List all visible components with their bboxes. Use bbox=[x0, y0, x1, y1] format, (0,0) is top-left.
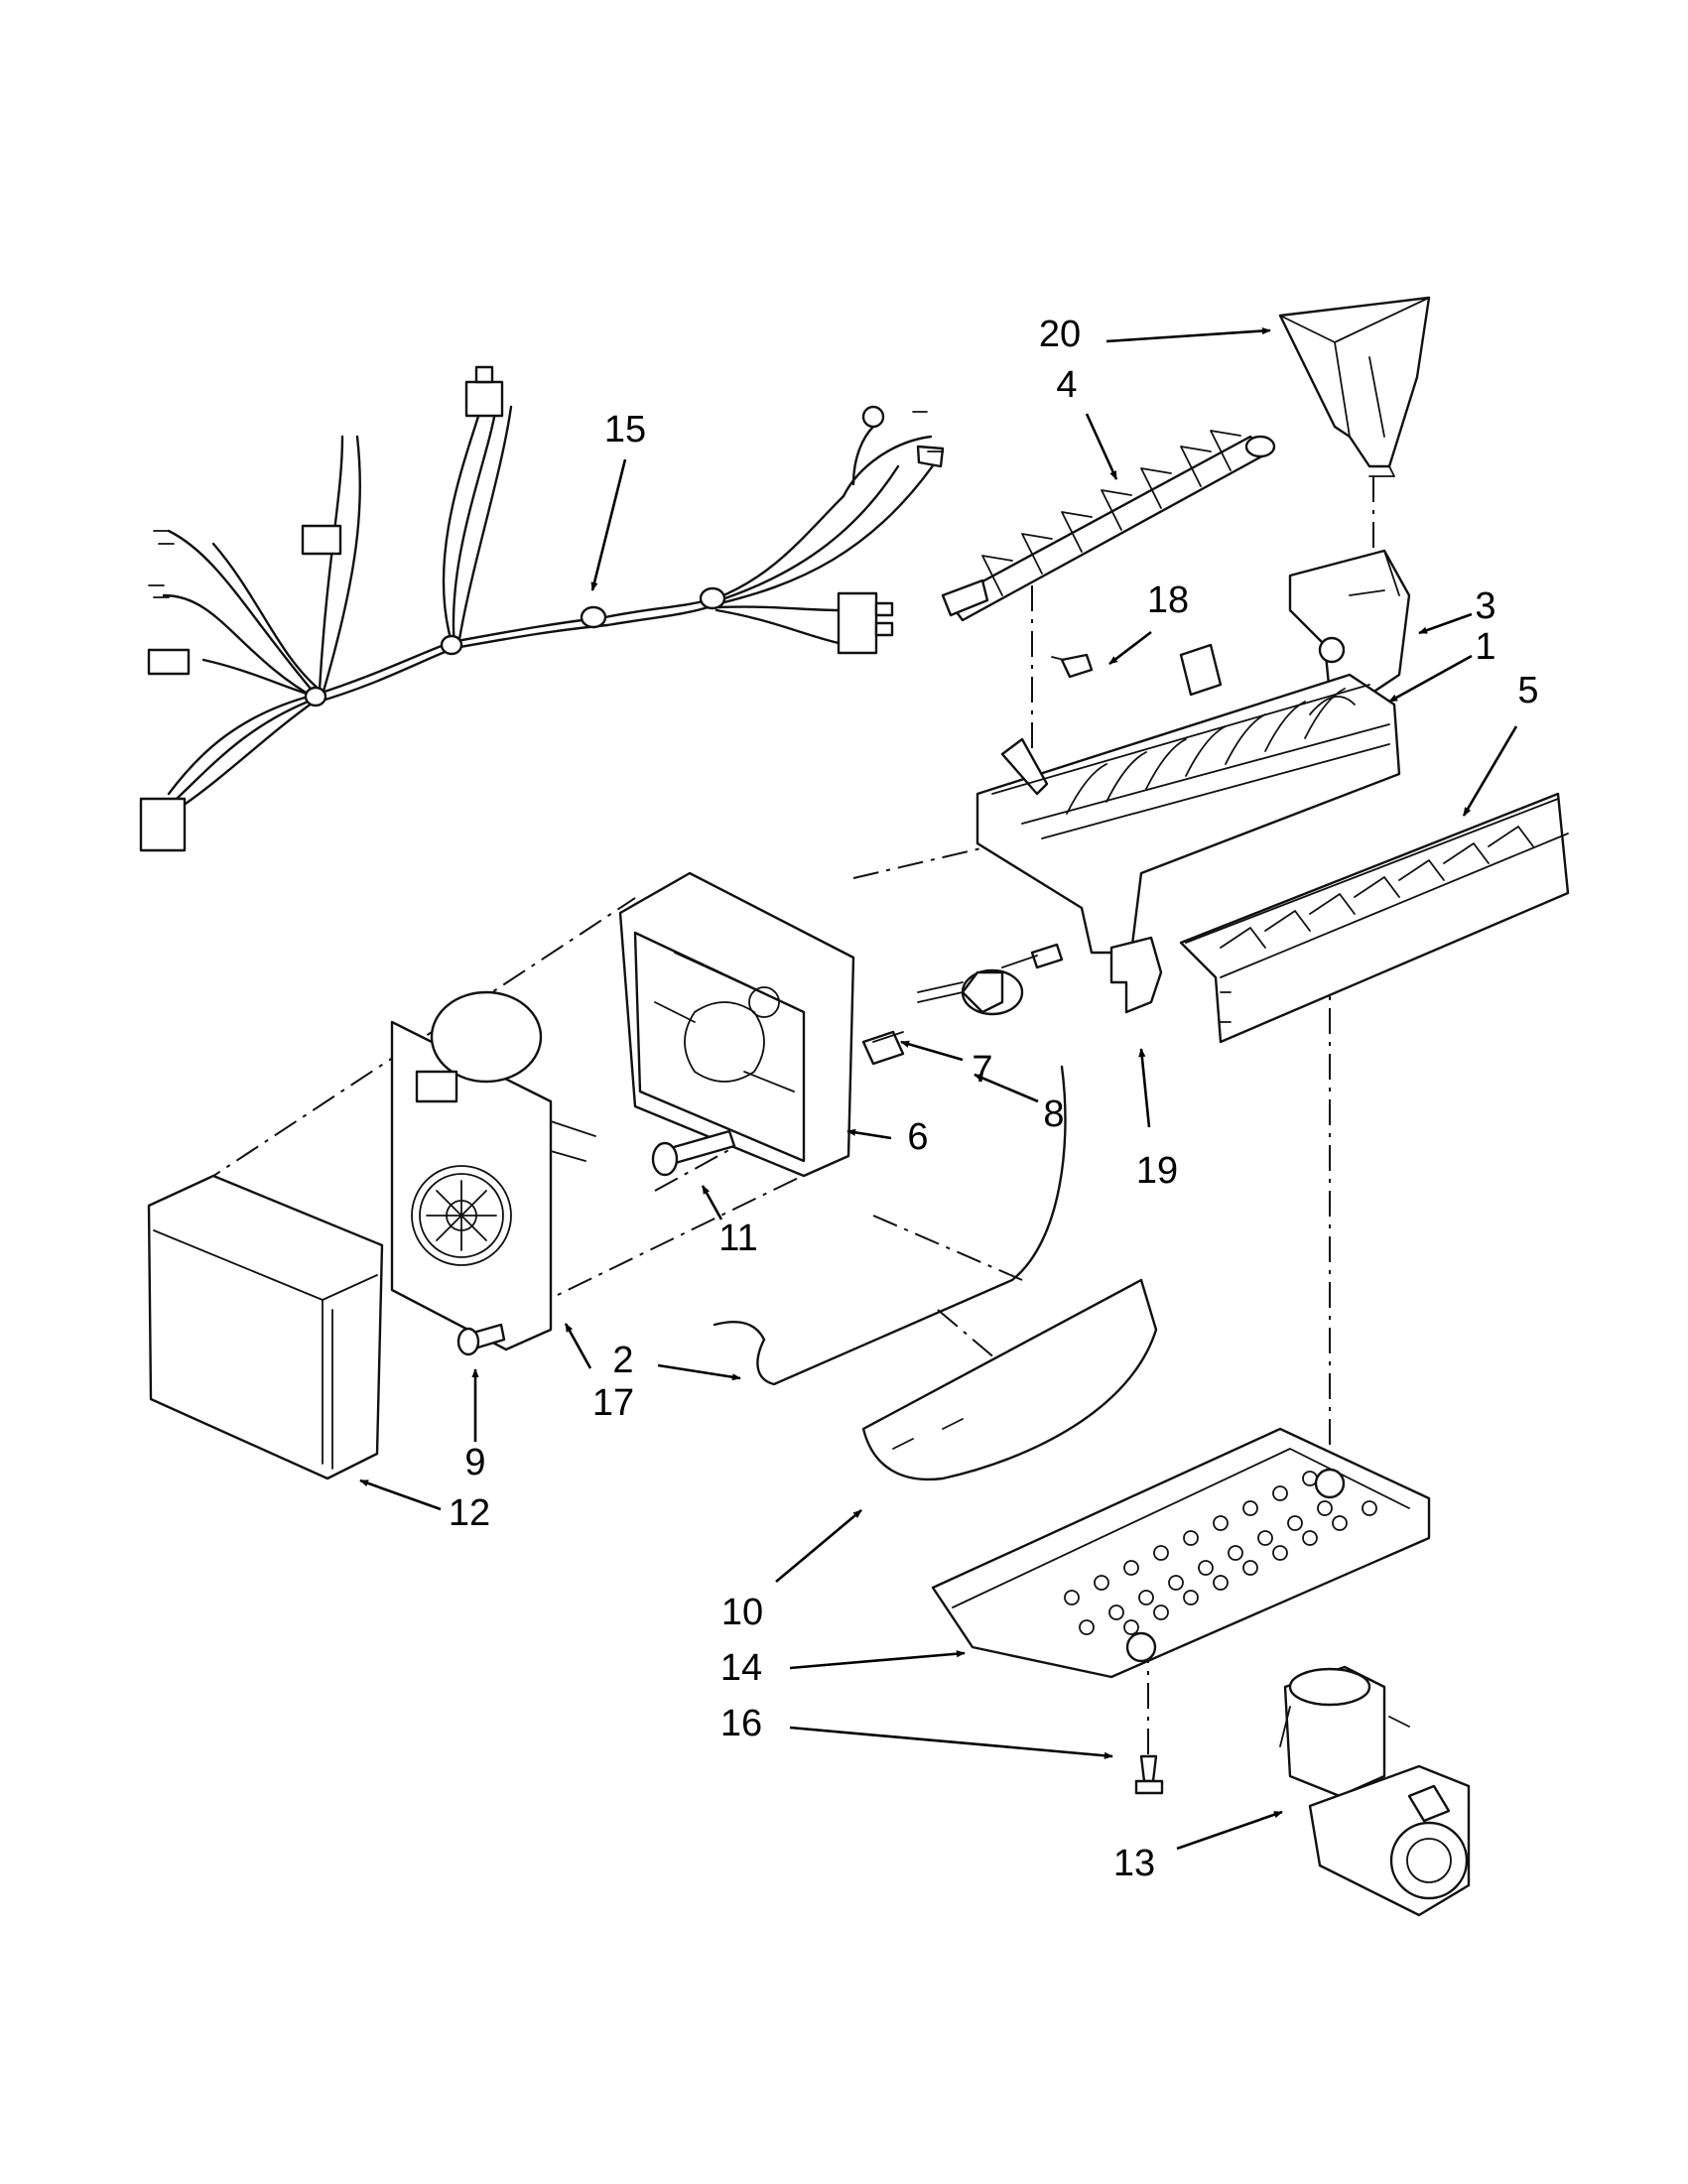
callout-6: 6 bbox=[907, 1116, 928, 1158]
water-valve bbox=[1279, 1665, 1471, 1917]
callout-17: 17 bbox=[592, 1382, 634, 1424]
callout-7: 7 bbox=[972, 1049, 992, 1091]
callout-3: 3 bbox=[1475, 585, 1495, 627]
screw-18 bbox=[1051, 653, 1094, 679]
wire-harness bbox=[139, 365, 945, 852]
stripper bbox=[1179, 792, 1570, 1044]
callout-18: 18 bbox=[1147, 579, 1189, 621]
fill-cup-bracket bbox=[1288, 549, 1411, 697]
callout-4: 4 bbox=[1056, 364, 1077, 406]
screw-9 bbox=[456, 1323, 506, 1356]
module-cover bbox=[147, 1174, 384, 1480]
callout-19: 19 bbox=[1136, 1150, 1178, 1192]
clip bbox=[1109, 936, 1163, 1014]
screw-11 bbox=[651, 1129, 736, 1177]
leader-lines bbox=[359, 326, 1518, 1851]
callout-1: 1 bbox=[1475, 626, 1495, 668]
callout-5: 5 bbox=[1517, 670, 1538, 711]
callout-labels: 1 2 3 4 5 6 7 8 9 10 11 12 13 14 15 16 1… bbox=[449, 314, 1539, 1884]
coupler bbox=[861, 1030, 905, 1066]
callout-15: 15 bbox=[604, 409, 646, 450]
callout-11: 11 bbox=[718, 1218, 757, 1259]
motor-plate bbox=[390, 990, 596, 1351]
callout-14: 14 bbox=[720, 1647, 762, 1689]
callout-2: 2 bbox=[612, 1340, 633, 1381]
callout-10: 10 bbox=[721, 1592, 763, 1633]
callout-9: 9 bbox=[464, 1442, 485, 1483]
fill-cup bbox=[1278, 296, 1431, 477]
thermostat bbox=[917, 943, 1064, 1016]
callout-13: 13 bbox=[1113, 1843, 1155, 1884]
ice-mold bbox=[975, 643, 1401, 955]
feeler-arm bbox=[713, 1065, 1067, 1386]
callout-20: 20 bbox=[1039, 314, 1081, 355]
callout-12: 12 bbox=[449, 1492, 490, 1534]
shutoff-arm bbox=[861, 1278, 1158, 1481]
callout-16: 16 bbox=[720, 1703, 762, 1744]
callout-8: 8 bbox=[1043, 1093, 1064, 1135]
module-housing bbox=[618, 871, 855, 1178]
screw-16 bbox=[1134, 1754, 1164, 1795]
ejector-shaft bbox=[941, 430, 1276, 622]
tray-housing bbox=[931, 1427, 1431, 1679]
